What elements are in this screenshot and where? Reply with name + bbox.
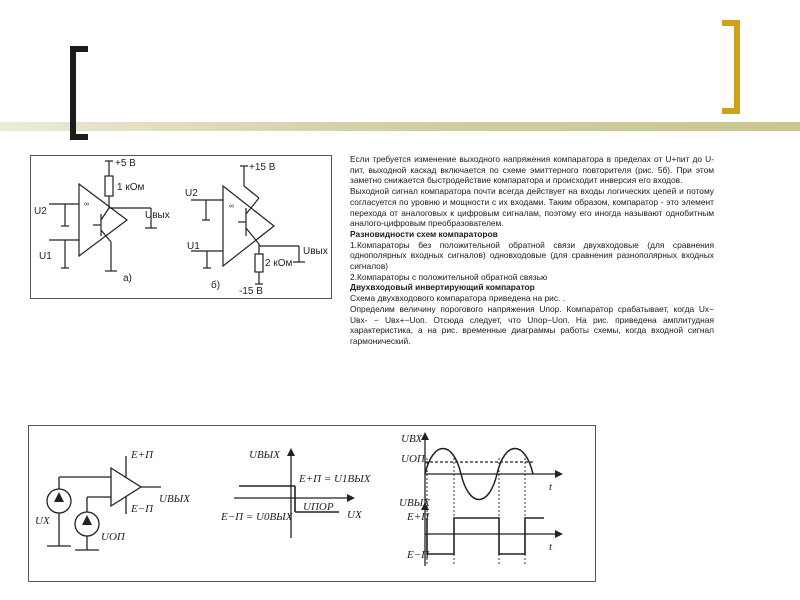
- transfer-lower-level-label: E−П = U0ВЫХ: [220, 511, 294, 523]
- fig-b-input-u1-label: U1: [187, 241, 200, 252]
- paragraph-threshold: Определим величину порогового напряжения…: [350, 303, 714, 346]
- transfer-y-axis-label: UВЫХ: [249, 449, 281, 461]
- timing-t-label-lower: t: [549, 541, 553, 553]
- paragraph-output-stage: Если требуется изменение выходного напря…: [350, 154, 714, 186]
- fig-a-output-label: Uвых: [145, 210, 170, 221]
- fig-b-output-label: Uвых: [303, 246, 328, 257]
- circuit-ux-label: UX: [35, 515, 51, 527]
- transfer-x-axis-label: UX: [347, 509, 363, 521]
- body-text: Если требуется изменение выходного напря…: [350, 154, 714, 347]
- fig-a-infinity-marker: ∞: [84, 201, 89, 208]
- decorative-bracket-left: [70, 46, 88, 140]
- inverting-comparator-svg: UX UОП E+П E−П UВЫХ UВЫХ UX E+П = U1ВЫХ …: [35, 432, 563, 566]
- timing-uop-label: UОП: [401, 453, 426, 465]
- heading-inverting-comparator: Двухвходовый инвертирующий компаратор: [350, 282, 535, 293]
- fig-b-supply-pos-label: +15 В: [249, 162, 276, 173]
- circuit-uout-label: UВЫХ: [159, 493, 191, 505]
- figure-inverting-comparator: UX UОП E+П E−П UВЫХ UВЫХ UX E+П = U1ВЫХ …: [28, 425, 596, 582]
- paragraph-type-2: 2.Компараторы с положительной обратной с…: [350, 271, 548, 282]
- fig-a-supply-label: +5 В: [115, 158, 136, 169]
- timing-uout-label: UВЫХ: [399, 497, 431, 509]
- transfer-threshold-label: UПОР: [303, 501, 334, 513]
- paragraph-schematic-reference: Схема двухвходового компаратора приведен…: [350, 293, 566, 304]
- timing-ep-neg-label: E−П: [406, 549, 430, 561]
- fig-a-resistor-label: 1 кОм: [117, 182, 144, 193]
- transfer-upper-level-label: E+П = U1ВЫХ: [298, 473, 372, 485]
- timing-ep-pos-label: E+П: [406, 511, 430, 523]
- output-stage-schematic-svg: +5 В 1 кОм U2 U1 Uвых ∞ а) +15 В -15 В 2…: [34, 158, 328, 297]
- fig-b-supply-neg-label: -15 В: [239, 286, 263, 297]
- figure-output-stage-schematics: +5 В 1 кОм U2 U1 Uвых ∞ а) +15 В -15 В 2…: [30, 155, 332, 299]
- fig-b-input-u2-label: U2: [185, 188, 198, 199]
- circuit-uop-label: UОП: [101, 531, 126, 543]
- decorative-bracket-right: [722, 20, 740, 114]
- fig-a-input-u1-label: U1: [39, 251, 52, 262]
- paragraph-type-1: 1.Компараторы без положительной обратной…: [350, 239, 714, 272]
- circuit-ep-neg-label: E−П: [130, 503, 154, 515]
- decorative-stripe: [0, 122, 800, 131]
- fig-b-infinity-marker: ∞: [229, 203, 234, 210]
- fig-b-resistor-label: 2 кОм: [265, 258, 292, 269]
- timing-t-label-upper: t: [549, 481, 553, 493]
- heading-comparator-types: Разновидности схем компараторов: [350, 228, 498, 239]
- fig-b-caption: б): [211, 279, 220, 291]
- paragraph-output-signal: Выходной сигнал компаратора почти всегда…: [350, 186, 714, 229]
- circuit-ep-pos-label: E+П: [130, 449, 154, 461]
- timing-uin-label: UВХ: [401, 433, 423, 445]
- fig-a-input-u2-label: U2: [34, 206, 47, 217]
- fig-a-caption: а): [123, 273, 132, 284]
